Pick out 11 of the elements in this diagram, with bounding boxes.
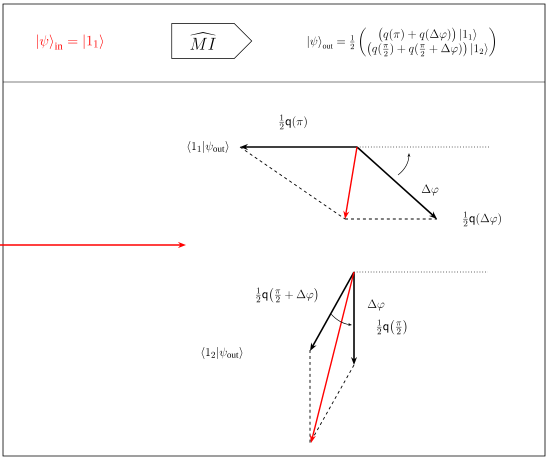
projection-label: $\left\langle 1_{2}\middle|\psi_{\mathrm{out}}\right\rangle$ (202, 347, 242, 359)
vector-label: $\tfrac{1}{2}\mathsf{q}(\Delta\varphi)$ (463, 212, 501, 226)
output-state-formula: $\left|\psi\right\rangle_{\mathrm{out}}=\frac{1}{2}\begin{pmatrix}\bigl(q(\pi)+q(\Delta\varphi)\bigr)\left|1_{1}\right\rangle\\ \bigl(q(\tfrac{\pi}{2})+q(\tfrac{\pi}{2}+\Delta\varphi)\bigr)\left|1_{2}\right\rangle\end{pmatrix}$ (308, 28, 495, 56)
vector-label: $\tfrac{1}{2}\mathsf{q}\bigl(\tfrac{\pi}{2}\bigr)$ (376, 319, 406, 334)
vector-label: $\tfrac{1}{2}\mathsf{q}(\pi)$ (279, 114, 307, 130)
projection-label: $\left\langle 1_{1}\middle|\psi_{\mathrm{out}}\right\rangle$ (188, 141, 228, 153)
angle-label: $\Delta\varphi$ (422, 184, 438, 196)
operator-box: $\widehat{MI}$ (171, 23, 252, 59)
input-state-formula: $\left|\psi\right\rangle_{\mathrm{in}}=\left|1_{1}\right\rangle$ (37, 34, 104, 50)
vector-label: $\tfrac{1}{2}\mathsf{q}\bigl(\tfrac{\pi}{2}+\Delta\varphi\bigr)$ (256, 287, 318, 302)
angle-label: $\Delta\varphi$ (368, 299, 384, 310)
